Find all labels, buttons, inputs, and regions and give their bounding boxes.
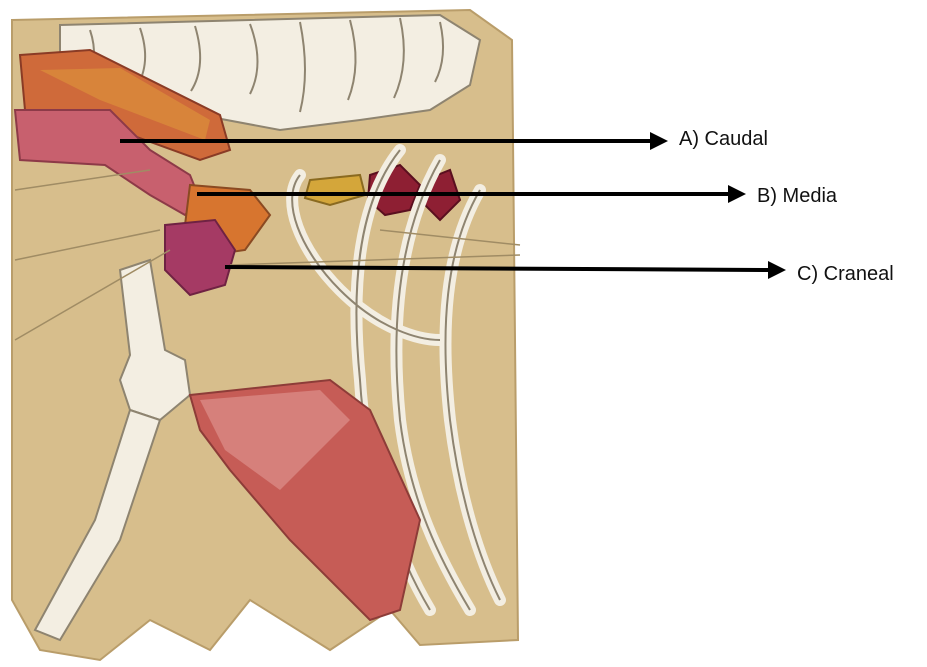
label-craneal: C) Craneal: [797, 262, 894, 286]
label-caudal: A) Caudal: [679, 127, 768, 151]
label-media: B) Media: [757, 184, 837, 208]
